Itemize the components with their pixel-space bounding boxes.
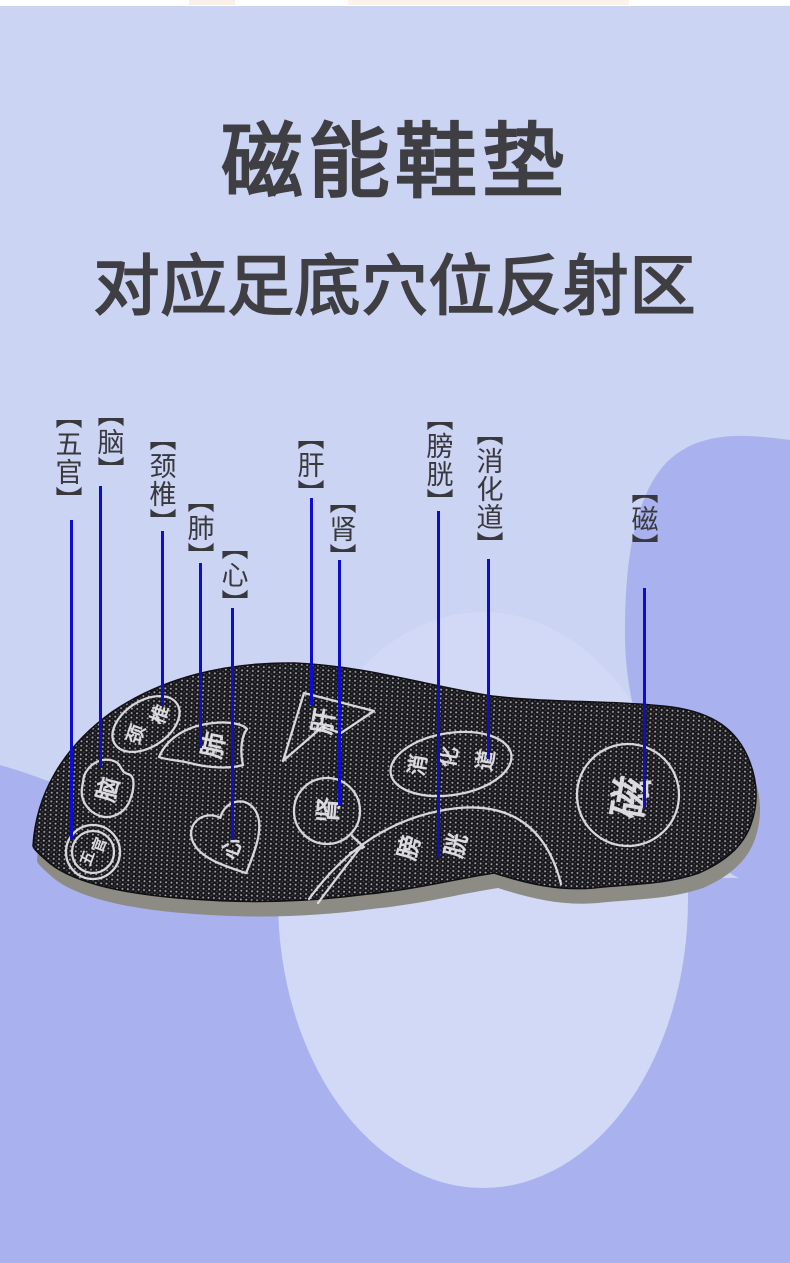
callout-label-cervical-vertebra: 【颈椎】 (145, 424, 176, 536)
top-smudge (348, 0, 629, 5)
insole-region-five-sense-organs-outline (64, 823, 122, 881)
callout-label-kidney: 【肾】 (325, 487, 356, 571)
callout-line-kidney (337, 560, 341, 806)
top-smudge (189, 0, 235, 5)
callout-line-cervical-vertebra (160, 531, 164, 706)
insole-region-liver-outline (281, 691, 376, 763)
callout-line-brain (98, 486, 102, 767)
callout-label-brain: 【脑】 (93, 400, 124, 484)
insole-print-kidney: 肾 (312, 795, 345, 825)
callout-line-liver (309, 498, 313, 705)
insole-region-brain-outline (80, 758, 135, 819)
insole-region-magnet-outline (575, 742, 681, 848)
callout-label-digestive-tract: 【消化道】 (472, 419, 503, 559)
insole-region-heart-outline (190, 800, 261, 875)
insole-region-bladder-left-curve (316, 846, 362, 905)
callout-line-heart (230, 608, 234, 840)
page-subtitle: 对应足底穴位反射区 (93, 249, 697, 323)
insole-region-lung-outline (157, 721, 249, 769)
page-title: 磁能鞋垫 (220, 117, 569, 208)
callout-line-lung (198, 563, 202, 748)
insole-region-digestive-outline (389, 730, 513, 798)
callout-label-five-sense-organs: 【五官】 (51, 402, 82, 514)
insole-region-cervical-outline (111, 694, 181, 754)
callout-label-heart: 【心】 (217, 533, 248, 617)
callout-line-five-sense-organs (69, 520, 73, 840)
callout-line-digestive-tract (486, 559, 490, 759)
insole-region-bladder-top-curve (307, 806, 563, 901)
insole-region-five-sense-organs-inner (70, 829, 116, 875)
callout-line-bladder (436, 511, 440, 858)
callout-line-magnet (642, 588, 646, 808)
callout-label-lung: 【肺】 (183, 486, 214, 570)
insole-region-kidney-outline (292, 776, 362, 846)
page-top-strip (0, 0, 790, 6)
callout-label-liver: 【肝】 (293, 423, 324, 507)
callout-label-bladder: 【膀胱】 (422, 404, 453, 516)
callout-label-magnet: 【磁】 (627, 477, 658, 561)
